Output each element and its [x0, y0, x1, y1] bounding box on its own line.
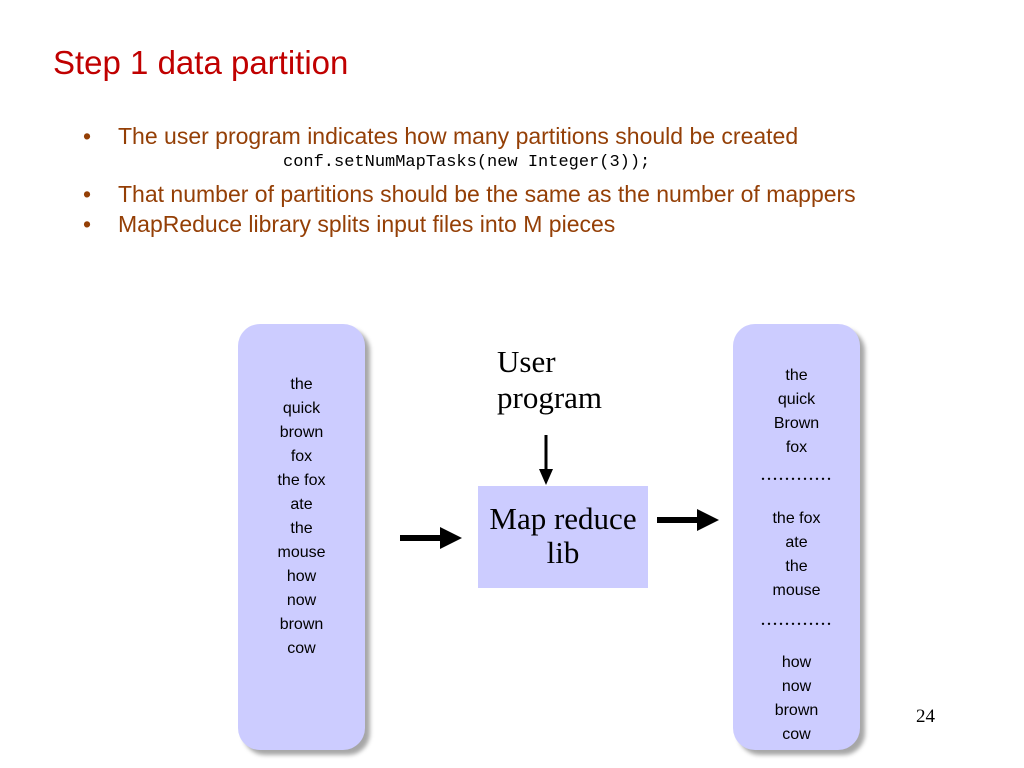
right-arrow-icon	[657, 509, 719, 531]
lib-label-line: Map reduce	[489, 501, 637, 536]
bullet-marker: •	[83, 123, 92, 149]
input-word: the	[290, 376, 313, 393]
split-separator-1: ............	[760, 463, 833, 485]
bullet-text-2: That number of partitions should be the …	[118, 181, 856, 207]
split-word: cow	[782, 726, 811, 743]
input-word: now	[286, 592, 317, 609]
bullet-list: • The user program indicates how many pa…	[83, 121, 856, 239]
user-program-line: User	[497, 344, 556, 379]
split-piece-2: the fox ate the mouse	[733, 507, 860, 603]
split-word: mouse	[772, 582, 821, 599]
bullet-text-1: The user program indicates how many part…	[118, 123, 799, 149]
input-word: cow	[287, 640, 316, 657]
input-word: the fox	[277, 472, 326, 489]
bullet-item-3: • MapReduce library splits input files i…	[83, 209, 856, 239]
page-number: 24	[916, 706, 935, 727]
split-word: ate	[785, 534, 808, 551]
input-word: ate	[290, 496, 313, 513]
split-word: Brown	[773, 415, 820, 432]
split-word: how	[781, 654, 812, 671]
right-arrow-icon	[400, 527, 462, 549]
input-word: brown	[279, 616, 324, 633]
bullet-marker: •	[83, 211, 92, 237]
input-word: fox	[290, 448, 313, 465]
input-word: how	[286, 568, 317, 585]
split-word: the	[785, 367, 808, 384]
bullet-item-1: • The user program indicates how many pa…	[83, 121, 856, 151]
bullet-item-2: • That number of partitions should be th…	[83, 179, 856, 209]
split-word: fox	[785, 439, 808, 456]
split-word: brown	[774, 702, 819, 719]
input-words: the quick brown fox the fox ate the mous…	[238, 373, 365, 661]
split-piece-3: how now brown cow	[733, 651, 860, 747]
map-reduce-lib-box: Map reduce lib	[478, 486, 648, 588]
down-arrow-icon	[539, 435, 553, 485]
input-word: quick	[282, 400, 321, 417]
bullet-text-3: MapReduce library splits input files int…	[118, 211, 616, 237]
slide-title: Step 1 data partition	[53, 44, 349, 81]
code-line: conf.setNumMapTasks(new Integer(3));	[283, 153, 651, 172]
input-word: the	[290, 520, 313, 537]
user-program-line: program	[497, 380, 603, 415]
lib-label-line: lib	[546, 535, 580, 570]
input-file-panel: the quick brown fox the fox ate the mous…	[238, 324, 365, 750]
bullet-marker: •	[83, 181, 92, 207]
split-piece-1: the quick Brown fox	[733, 364, 860, 460]
split-word: the fox	[772, 510, 821, 527]
split-word: quick	[777, 391, 816, 408]
split-word: now	[781, 678, 812, 695]
split-output-panel: the quick Brown fox ............ the fox…	[733, 324, 860, 750]
user-program-label: User program	[497, 344, 602, 416]
input-word: brown	[279, 424, 324, 441]
split-word: the	[785, 558, 808, 575]
input-word: mouse	[277, 544, 326, 561]
split-separator-2: ............	[760, 608, 833, 630]
